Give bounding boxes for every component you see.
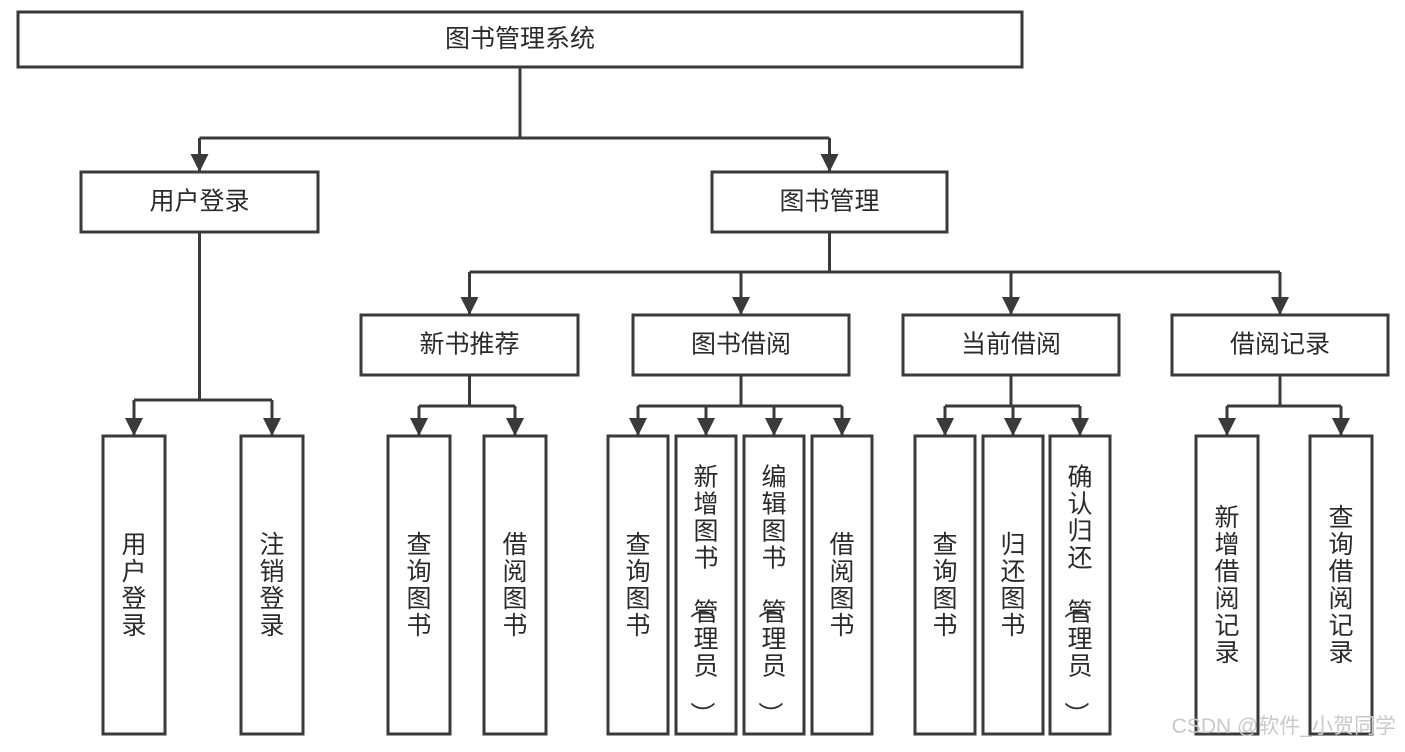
node-leaf-confirm-return-admin[interactable]: 确认归还（管理员） xyxy=(1048,434,1112,736)
node-label: 查询图书 xyxy=(625,531,650,640)
node-label: 借阅图书 xyxy=(502,531,527,640)
arrow-head-icon xyxy=(833,418,851,436)
node-box xyxy=(710,170,949,234)
connector-group xyxy=(936,375,1089,436)
node-box xyxy=(16,10,1024,69)
arrow-head-icon xyxy=(732,297,750,315)
node-leaf-query-book-rec[interactable]: 查询图书 xyxy=(386,434,452,736)
node-label: 当前借阅 xyxy=(961,331,1061,359)
node-leaf-edit-book-admin[interactable]: 编辑图书（管理员） xyxy=(742,434,806,736)
node-label: 归还图书 xyxy=(1000,531,1025,640)
node-box xyxy=(674,434,738,736)
node-box xyxy=(631,313,851,377)
node-leaf-borrow-book[interactable]: 借阅图书 xyxy=(810,434,874,736)
node-label: 图书借阅 xyxy=(691,331,791,359)
node-box xyxy=(901,313,1121,377)
arrow-head-icon xyxy=(1071,418,1089,436)
connector-group xyxy=(460,232,1289,315)
arrow-head-icon xyxy=(1004,418,1022,436)
node-box xyxy=(386,434,452,736)
node-label: 用户登录 xyxy=(121,531,146,640)
arrow-head-icon xyxy=(697,418,715,436)
node-label: 注销登录 xyxy=(259,531,284,640)
arrow-head-icon xyxy=(936,418,954,436)
node-label: 图书管理 xyxy=(779,188,879,216)
connector-group xyxy=(410,375,524,436)
node-new-book-rec[interactable]: 新书推荐 xyxy=(359,313,580,377)
node-root-root[interactable]: 图书管理系统 xyxy=(16,10,1024,69)
node-box xyxy=(1194,434,1260,736)
node-label: 查询图书 xyxy=(406,531,431,640)
arrow-head-icon xyxy=(1271,297,1289,315)
node-leaf-query-borrow-record[interactable]: 查询借阅记录 xyxy=(1308,434,1374,736)
arrow-head-icon xyxy=(410,418,428,436)
node-box xyxy=(101,434,167,736)
nodes-layer: 图书管理系统用户登录图书管理新书推荐图书借阅当前借阅借阅记录用户登录注销登录查询… xyxy=(16,10,1390,736)
node-label: 确认归还（管理员） xyxy=(1061,464,1092,727)
node-current-borrow[interactable]: 当前借阅 xyxy=(901,313,1121,377)
node-leaf-borrow-book-rec[interactable]: 借阅图书 xyxy=(482,434,548,736)
connector-group xyxy=(1218,375,1350,436)
node-box xyxy=(359,313,580,377)
node-box xyxy=(913,434,977,736)
node-leaf-query-book-cur[interactable]: 查询图书 xyxy=(913,434,977,736)
arrow-head-icon xyxy=(125,418,143,436)
node-label: 用户登录 xyxy=(149,188,249,216)
node-label: 借阅记录 xyxy=(1230,331,1330,359)
node-label: 编辑图书（管理员） xyxy=(755,464,786,727)
connector-group xyxy=(125,232,281,436)
node-leaf-add-book-admin[interactable]: 新增图书（管理员） xyxy=(674,434,738,736)
arrow-head-icon xyxy=(263,418,281,436)
node-box xyxy=(606,434,670,736)
node-book-manage[interactable]: 图书管理 xyxy=(710,170,949,234)
node-leaf-return-book[interactable]: 归还图书 xyxy=(981,434,1045,736)
csdn-watermark: CSDN @软件_小贺同学 xyxy=(1172,715,1396,738)
node-label: 借阅图书 xyxy=(829,531,854,640)
node-box xyxy=(981,434,1045,736)
node-label: 新书推荐 xyxy=(419,331,519,359)
node-box xyxy=(482,434,548,736)
arrow-head-icon xyxy=(460,297,479,315)
node-box xyxy=(1048,434,1112,736)
node-book-borrow[interactable]: 图书借阅 xyxy=(631,313,851,377)
node-label: 新增借阅记录 xyxy=(1214,504,1239,667)
node-label: 新增图书（管理员） xyxy=(687,464,718,727)
arrow-head-icon xyxy=(629,418,647,436)
node-leaf-query-book-borrow[interactable]: 查询图书 xyxy=(606,434,670,736)
node-box xyxy=(1170,313,1390,377)
arrow-head-icon xyxy=(765,418,783,436)
arrow-head-icon xyxy=(1332,418,1350,436)
node-leaf-logout[interactable]: 注销登录 xyxy=(239,434,305,736)
arrow-head-icon xyxy=(190,154,209,172)
connector-group xyxy=(190,67,839,172)
arrow-head-icon xyxy=(820,154,839,172)
edges-layer xyxy=(125,67,1350,436)
node-label: 图书管理系统 xyxy=(445,25,595,53)
node-user-login[interactable]: 用户登录 xyxy=(79,170,320,234)
node-label: 查询借阅记录 xyxy=(1328,504,1353,667)
node-leaf-add-borrow-record[interactable]: 新增借阅记录 xyxy=(1194,434,1260,736)
node-box xyxy=(79,170,320,234)
arrow-head-icon xyxy=(506,418,524,436)
node-label: 查询图书 xyxy=(932,531,957,640)
node-box xyxy=(1308,434,1374,736)
connector-group xyxy=(629,375,851,436)
node-box xyxy=(239,434,305,736)
node-box xyxy=(742,434,806,736)
node-leaf-user-login[interactable]: 用户登录 xyxy=(101,434,167,736)
node-borrow-record[interactable]: 借阅记录 xyxy=(1170,313,1390,377)
arrow-head-icon xyxy=(1002,297,1020,315)
arrow-head-icon xyxy=(1218,418,1236,436)
node-box xyxy=(810,434,874,736)
